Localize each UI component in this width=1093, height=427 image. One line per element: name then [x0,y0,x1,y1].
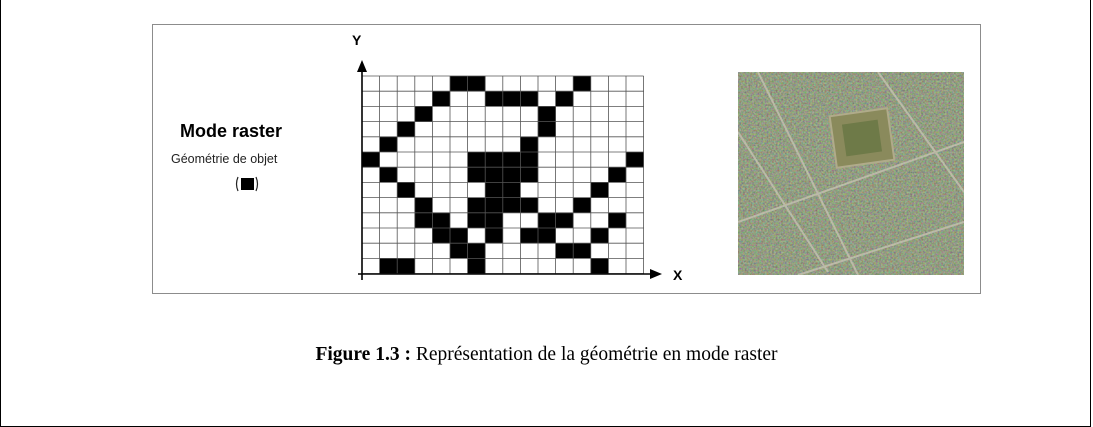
caption-text: Représentation de la géométrie en mode r… [410,344,778,365]
raster-cell [555,212,574,228]
raster-cell [467,258,486,274]
raster-cell [414,197,433,213]
raster-cell [467,152,486,168]
raster-cell [414,212,433,228]
raster-cell [590,258,609,274]
raster-cell [397,121,415,137]
raster-cell [520,91,538,107]
raster-cell [520,136,538,152]
raster-cell [573,243,591,259]
raster-cell [414,106,433,122]
caption-label: Figure 1.3 : [315,344,411,365]
raster-cell [397,258,415,274]
raster-cell [485,182,503,198]
raster-cell [502,152,521,168]
raster-cell [520,228,538,244]
raster-grid [361,75,645,275]
raster-cell [379,167,398,183]
y-axis-label: Y [352,32,362,48]
raster-cell [432,212,450,228]
raster-cell [362,152,380,168]
mode-subtitle: Géométrie de objet [171,152,278,166]
raster-cell [626,152,644,168]
raster-cell [502,91,521,107]
raster-cell [520,152,538,168]
raster-cell [573,76,591,92]
raster-cell [573,197,591,213]
raster-cell [502,182,521,198]
x-axis-label: X [673,267,683,283]
raster-cell [467,167,486,183]
raster-cell [397,182,415,198]
raster-cell [450,76,468,92]
mode-title: Mode raster [180,121,283,141]
raster-cell [608,212,626,228]
figure-caption: Figure 1.3 : Représentation de la géomét… [0,344,1093,366]
raster-cell [538,228,556,244]
raster-cell [485,91,503,107]
raster-cell [538,121,556,137]
raster-cell [485,228,503,244]
aerial-photo-image [738,72,964,275]
raster-cell [502,167,521,183]
raster-cell [590,228,609,244]
legend-cell-icon [235,176,259,192]
raster-cell [485,212,503,228]
raster-cell [379,136,398,152]
raster-cell [555,243,574,259]
raster-cell [467,212,486,228]
raster-cell [538,106,556,122]
raster-cell [432,91,450,107]
raster-cell [538,212,556,228]
y-axis-arrow [357,60,367,72]
raster-cell [520,167,538,183]
raster-cell [485,197,503,213]
raster-cell [485,167,503,183]
raster-cell [555,91,574,107]
raster-cell [608,167,626,183]
raster-cell [467,76,486,92]
raster-cell [432,228,450,244]
raster-cell [379,258,398,274]
raster-grid-diagram: Y X [352,32,683,283]
raster-cell [450,228,468,244]
raster-cell [467,243,486,259]
raster-cell [502,197,521,213]
raster-cell [450,243,468,259]
raster-cell [520,197,538,213]
raster-cell [467,197,486,213]
raster-cell [590,182,609,198]
x-axis-arrow [650,269,662,279]
raster-cell [485,152,503,168]
